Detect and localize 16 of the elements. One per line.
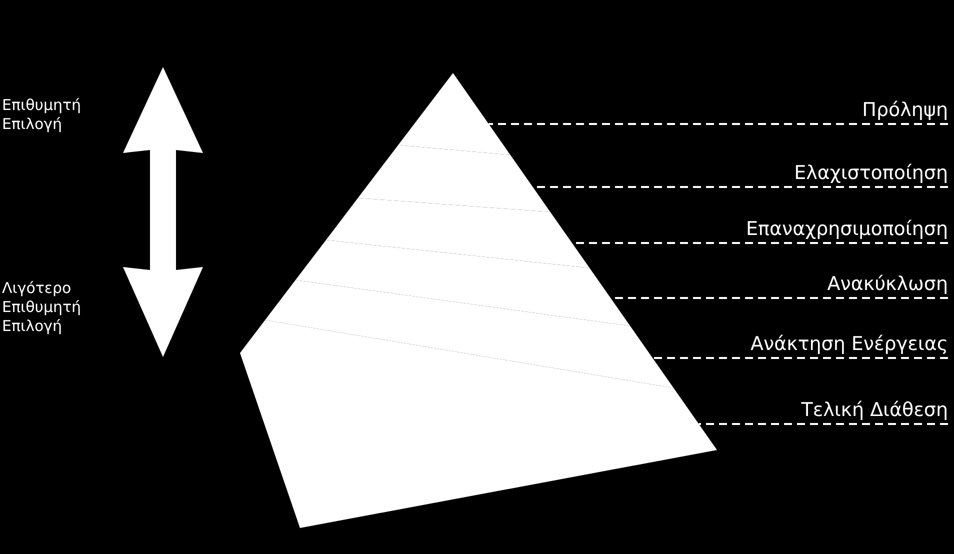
pyramid-layer bbox=[358, 145, 550, 212]
scale-label: Επιθυμητή Επιλογή bbox=[2, 96, 82, 134]
pyramid-layer bbox=[296, 240, 630, 326]
layer-label: Ελαχιστοποίηση bbox=[794, 161, 948, 185]
scale-label: Λιγότερο Επιθυμητή Επιλογή bbox=[2, 279, 82, 336]
pyramid-layer bbox=[326, 198, 590, 268]
pyramid-layer bbox=[265, 280, 674, 388]
pyramid-layer bbox=[398, 73, 510, 155]
layer-label: Πρόληψη bbox=[862, 98, 948, 122]
leader-line bbox=[488, 123, 948, 125]
layer-label: Ανάκτηση Ενέργειας bbox=[750, 332, 948, 356]
layer-label: Επαναχρησιμοποίηση bbox=[746, 217, 948, 241]
leader-line bbox=[698, 423, 948, 425]
leader-line bbox=[652, 357, 948, 359]
layer-label: Τελική Διάθεση bbox=[801, 398, 948, 422]
layer-label: Ανακύκλωση bbox=[827, 272, 948, 296]
